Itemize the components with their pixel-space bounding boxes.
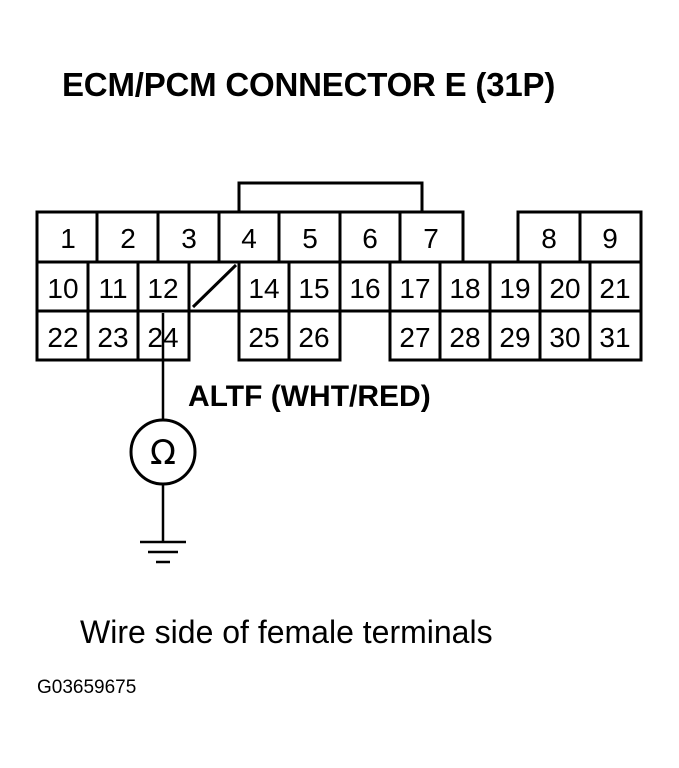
- terminal-23: 23: [97, 322, 128, 353]
- terminal-17: 17: [399, 273, 430, 304]
- ground-icon: [140, 540, 186, 564]
- terminal-31: 31: [599, 322, 630, 353]
- diagram-title: ECM/PCM CONNECTOR E (31P): [62, 66, 556, 103]
- terminal-4: 4: [241, 223, 257, 254]
- empty-cavity-slash: [191, 263, 238, 309]
- terminal-2: 2: [120, 223, 136, 254]
- terminal-20: 20: [549, 273, 580, 304]
- diagram-caption: Wire side of female terminals: [80, 614, 493, 650]
- terminal-21: 21: [599, 273, 630, 304]
- terminal-26: 26: [298, 322, 329, 353]
- terminal-22: 22: [47, 322, 78, 353]
- connector-lock-tab: [237, 181, 424, 212]
- terminal-7: 7: [423, 223, 439, 254]
- terminal-8: 8: [541, 223, 557, 254]
- terminal-30: 30: [549, 322, 580, 353]
- ohmmeter-icon: Ω: [129, 418, 197, 486]
- terminal-11: 11: [98, 273, 127, 304]
- terminal-18: 18: [449, 273, 480, 304]
- terminal-3: 3: [181, 223, 197, 254]
- terminal-14: 14: [248, 273, 279, 304]
- terminal-1: 1: [60, 223, 76, 254]
- terminal-6: 6: [362, 223, 378, 254]
- terminal-16: 16: [349, 273, 380, 304]
- terminal-25: 25: [248, 322, 279, 353]
- terminal-19: 19: [499, 273, 530, 304]
- terminal-29: 29: [499, 322, 530, 353]
- terminal-5: 5: [302, 223, 318, 254]
- wire-label: ALTF (WHT/RED): [188, 380, 431, 413]
- ohm-symbol: Ω: [150, 433, 176, 473]
- terminal-28: 28: [449, 322, 480, 353]
- terminal-10: 10: [47, 273, 78, 304]
- terminal-27: 27: [399, 322, 430, 353]
- figure-code: G03659675: [37, 677, 137, 698]
- terminal-12: 12: [147, 273, 178, 304]
- terminal-9: 9: [602, 223, 618, 254]
- terminal-15: 15: [298, 273, 329, 304]
